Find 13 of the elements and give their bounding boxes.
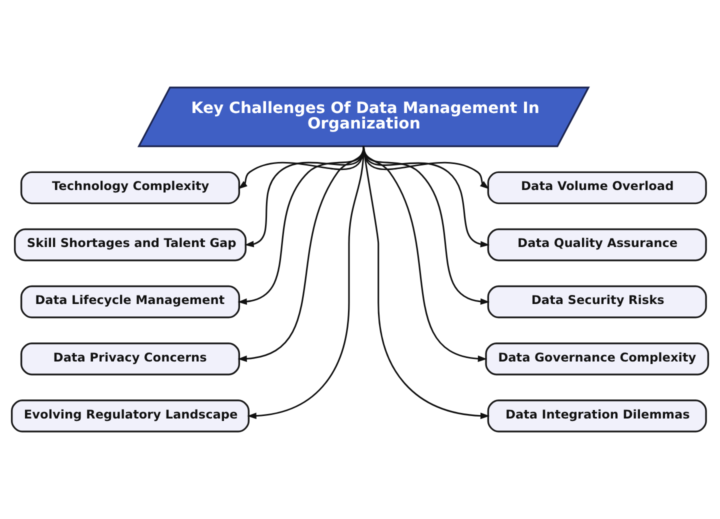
node-box: Data Quality Assurance <box>487 228 707 262</box>
node-box: Data Integration Dilemmas <box>487 400 707 432</box>
node-box: Technology Complexity <box>20 171 240 204</box>
node-box: Skill Shortages and Talent Gap <box>14 228 247 262</box>
node-box: Data Volume Overload <box>487 171 707 204</box>
node-box: Data Security Risks <box>487 285 707 318</box>
node-box: Data Privacy Concerns <box>20 342 240 376</box>
node-box: Data Lifecycle Management <box>20 285 240 318</box>
arrow <box>362 146 490 420</box>
node-box: Data Governance Complexity <box>485 342 710 376</box>
arrow <box>247 146 364 420</box>
arrow <box>238 146 364 362</box>
node-box: Evolving Regulatory Landscape <box>10 400 250 432</box>
